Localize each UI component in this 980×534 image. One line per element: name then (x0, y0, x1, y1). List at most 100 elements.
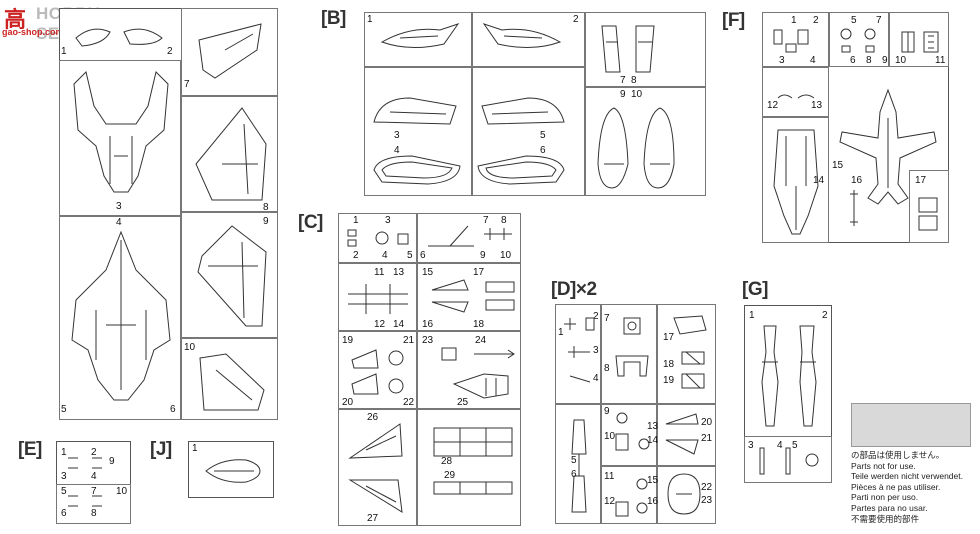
part-a8-label: 8 (263, 202, 269, 213)
part-f14-label: 14 (813, 175, 825, 186)
part-a9-shape (197, 225, 267, 327)
part-f9-label: 9 (882, 55, 888, 66)
sprue-d-title: [D]×2 (551, 279, 597, 300)
sprue-a-cell-9 (181, 212, 278, 338)
watermark-site: gao-shop.com (2, 27, 64, 37)
part-b1-label: 1 (367, 14, 373, 25)
sprue-c-title: [C] (298, 212, 323, 233)
sprue-d-cell-20-21 (657, 404, 716, 466)
part-c29-label: 29 (444, 470, 456, 481)
part-f3-label: 3 (779, 55, 785, 66)
sprue-f-title: [F] (722, 10, 745, 31)
part-f4-label: 4 (810, 55, 816, 66)
part-c8-label: 8 (501, 215, 507, 226)
part-b2-shape (482, 23, 562, 48)
part-b5-shape (481, 97, 565, 125)
part-e8-label: 8 (91, 508, 97, 519)
part-c6-label: 6 (420, 250, 426, 261)
sprue-c-cell-7-10 (417, 213, 521, 263)
part-d19-label: 19 (663, 375, 675, 386)
sprue-f (762, 12, 949, 243)
part-d17-label: 17 (663, 332, 675, 343)
part-c21-label: 21 (403, 335, 415, 346)
part-d6-label: 6 (571, 469, 577, 480)
sprue-f-cell-10-11 (889, 12, 949, 67)
part-c10-label: 10 (500, 250, 512, 261)
part-g1-2-shape (761, 325, 817, 427)
part-e7-label: 7 (91, 486, 97, 497)
part-f7-label: 7 (876, 15, 882, 26)
part-g1-label: 1 (749, 310, 755, 321)
part-d5-6-shape (571, 419, 587, 513)
part-c11-label: 11 (374, 267, 385, 278)
sprue-c-cell-11-14 (338, 263, 417, 331)
part-d11-label: 11 (604, 471, 615, 482)
part-d22-label: 22 (701, 482, 713, 493)
sprue-d (555, 304, 716, 524)
part-b2-label: 2 (573, 14, 579, 25)
part-d5-label: 5 (571, 455, 577, 466)
part-f10-11-shape (901, 31, 939, 53)
part-b3-label: 3 (394, 130, 400, 141)
part-b4-shape (373, 155, 461, 185)
sprue-c-cell-26-27 (338, 409, 417, 526)
part-a4-shape (71, 230, 171, 401)
part-c9-label: 9 (480, 250, 486, 261)
part-b9-label: 9 (620, 89, 626, 100)
part-c23-label: 23 (422, 335, 434, 346)
part-f10-label: 10 (895, 55, 907, 66)
watermark-brand-cn: 高 (4, 7, 27, 32)
part-c26-label: 26 (367, 412, 379, 423)
part-d17-19-shape (673, 315, 707, 389)
sprue-a-cell-7 (181, 8, 278, 96)
sprue-b-cell-7-8 (585, 12, 706, 87)
part-e5-label: 5 (61, 486, 67, 497)
part-e1-label: 1 (61, 447, 67, 458)
part-a2-label: 2 (167, 46, 173, 57)
part-e1-4-shape (68, 457, 102, 469)
part-b3-shape (373, 97, 457, 125)
part-d1-4-shape (564, 317, 595, 383)
part-f15-label: 15 (832, 160, 844, 171)
part-f8-label: 8 (866, 55, 872, 66)
sprue-c-cell-15-18 (417, 263, 521, 331)
part-f16-label: 16 (851, 175, 863, 186)
sprue-f-cell-17 (909, 170, 949, 243)
part-c5-label: 5 (407, 250, 413, 261)
note-fr: Pièces à ne pas utiliser. (851, 481, 941, 492)
part-c1-label: 1 (353, 215, 359, 226)
part-a6-label: 6 (170, 404, 176, 415)
part-c28-29-shape (433, 427, 513, 495)
part-d12-label: 12 (604, 496, 616, 507)
part-b6-label: 6 (540, 145, 546, 156)
sprue-c-cell-28-29 (417, 409, 521, 526)
part-d15-label: 15 (647, 475, 659, 486)
part-d9-label: 9 (604, 406, 610, 417)
sprue-b-cell-1 (364, 12, 472, 67)
part-c15-label: 15 (422, 267, 434, 278)
part-c7-label: 7 (483, 215, 489, 226)
sprue-f-cell-1-4 (762, 12, 829, 67)
sprue-j-title: [J] (150, 439, 172, 460)
part-d20-21-shape (665, 413, 699, 455)
part-c23-25-shape (441, 347, 515, 399)
part-d1-label: 1 (558, 327, 564, 338)
part-c2-label: 2 (353, 250, 359, 261)
sprue-a-cell-8 (181, 96, 278, 212)
note-en: Parts not for use. (851, 460, 916, 471)
part-e9-label: 9 (109, 456, 115, 467)
part-d11-16-shape (615, 478, 648, 517)
part-a1-label: 1 (61, 46, 67, 57)
part-c25-label: 25 (457, 397, 469, 408)
part-f12-label: 12 (767, 100, 779, 111)
sprue-g-title: [G] (742, 279, 768, 300)
sprue-d-cell-7-8 (601, 304, 657, 404)
part-c11-14-shape (348, 284, 408, 314)
part-c22-label: 22 (403, 397, 415, 408)
part-b7-label: 7 (620, 75, 626, 86)
part-c18-label: 18 (473, 319, 485, 330)
part-j1-label: 1 (192, 443, 198, 454)
part-b9-10-shape (597, 107, 675, 189)
part-f2-label: 2 (813, 15, 819, 26)
part-e10-label: 10 (116, 486, 128, 497)
